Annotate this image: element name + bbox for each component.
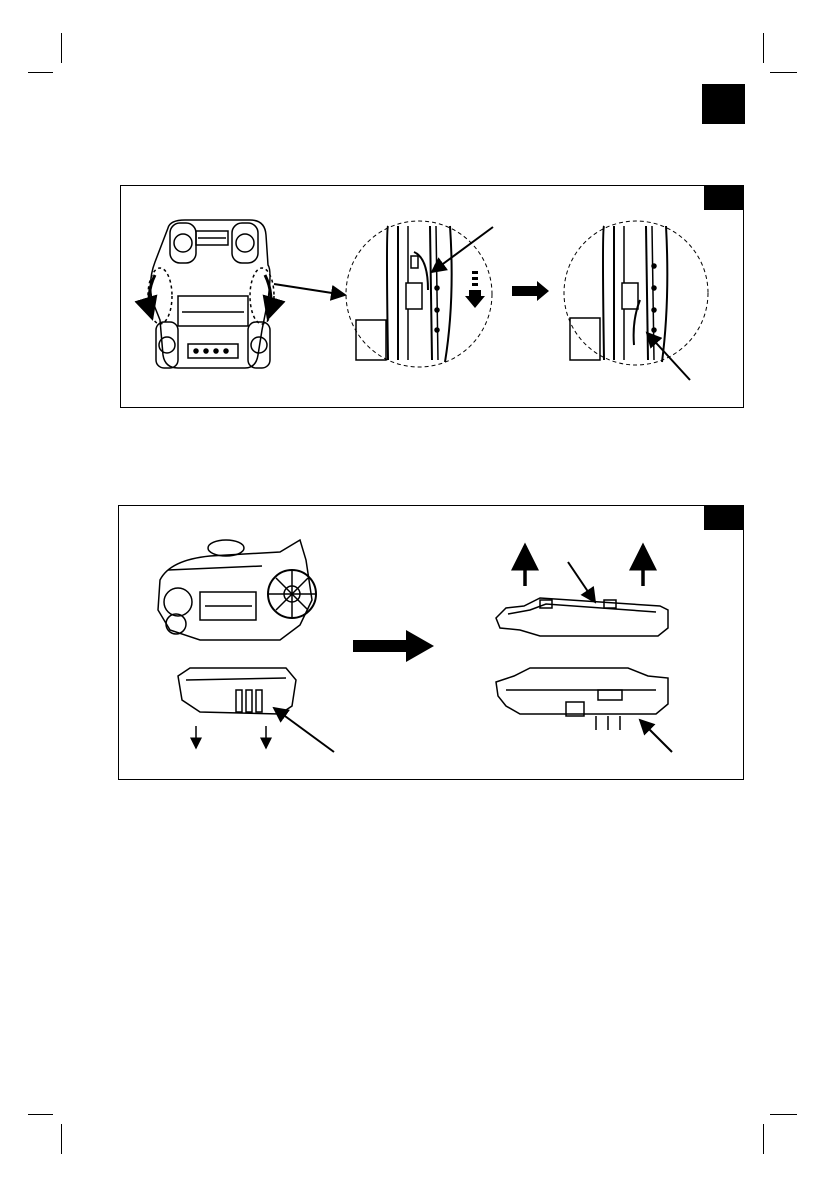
- tray-base-icon: [496, 668, 668, 730]
- callout-arrow-5: [640, 720, 672, 752]
- callout-arrow-3: [274, 708, 334, 752]
- mower-side-icon: [158, 540, 316, 640]
- callout-arrow-4: [568, 562, 595, 602]
- step-arrow-icon: [353, 630, 434, 662]
- base-tray-icon: [178, 668, 296, 714]
- tray-lid-icon: [496, 598, 668, 636]
